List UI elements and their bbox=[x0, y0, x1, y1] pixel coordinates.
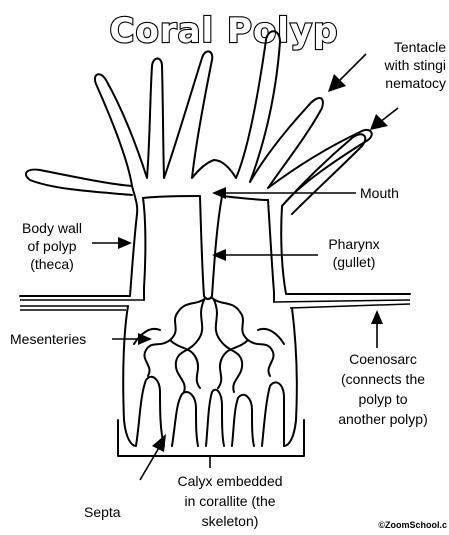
mesenteries-label: Mesenteries bbox=[10, 331, 86, 347]
right-body-wall-inner bbox=[268, 200, 274, 302]
mouth-arrow-head bbox=[212, 187, 226, 199]
septa bbox=[136, 377, 284, 446]
body-wall-label-line-3: (theca) bbox=[30, 256, 74, 272]
coenosarc-right-lower bbox=[290, 304, 410, 308]
credit-text: ©ZoomSchool.c bbox=[378, 520, 447, 530]
tentacle-label-line-1: Tentacle bbox=[394, 39, 446, 55]
pharynx-label-line-2: (gullet) bbox=[333, 254, 376, 270]
pharynx-label-line-1: Pharynx bbox=[328, 236, 379, 252]
tentacle-arrow-1-line bbox=[338, 54, 366, 82]
diagram-title: Coral Polyp bbox=[110, 11, 339, 51]
left-body-wall-inner bbox=[143, 198, 145, 300]
calyx-label-line-1: Calyx embedded bbox=[177, 473, 282, 489]
coenosarc-label-line-2: (connects the bbox=[341, 371, 425, 387]
body-wall-label-line-2: of polyp bbox=[27, 238, 76, 254]
septa-arrow-head bbox=[152, 434, 166, 452]
tentacle-arrow-2-head bbox=[370, 114, 388, 130]
septa-arrow-line bbox=[140, 446, 160, 480]
septa-label: Septa bbox=[84, 504, 121, 520]
skeleton-bracket bbox=[118, 420, 304, 456]
coenosarc-label-line-4: another polyp) bbox=[338, 411, 428, 427]
coenosarc-right-upper bbox=[274, 300, 410, 302]
tentacle-arrow-2-line bbox=[380, 108, 398, 122]
calyx-label-line-3: skeleton) bbox=[202, 513, 259, 529]
tentacle-right bbox=[282, 134, 365, 214]
tentacle-label-line-3: nematocy bbox=[385, 75, 446, 91]
body-wall-label-line-1: Body wall bbox=[22, 220, 82, 236]
coenosarc-label-line-1: Coenosarc bbox=[349, 351, 417, 367]
tentacle-label-line-2: with stingi bbox=[384, 57, 446, 73]
oral-disc bbox=[143, 196, 268, 200]
coenosarc-arrow-head bbox=[371, 310, 383, 324]
coenosarc-label-line-3: polyp to bbox=[358, 391, 407, 407]
mesenteries bbox=[134, 298, 284, 392]
calyx-label-line-2: in corallite (the bbox=[184, 493, 275, 509]
body-wall-arrow-head bbox=[118, 237, 132, 249]
pharynx bbox=[200, 196, 222, 299]
mouth-label: Mouth bbox=[360, 185, 399, 201]
mesenteries-arrow-head bbox=[138, 333, 152, 345]
